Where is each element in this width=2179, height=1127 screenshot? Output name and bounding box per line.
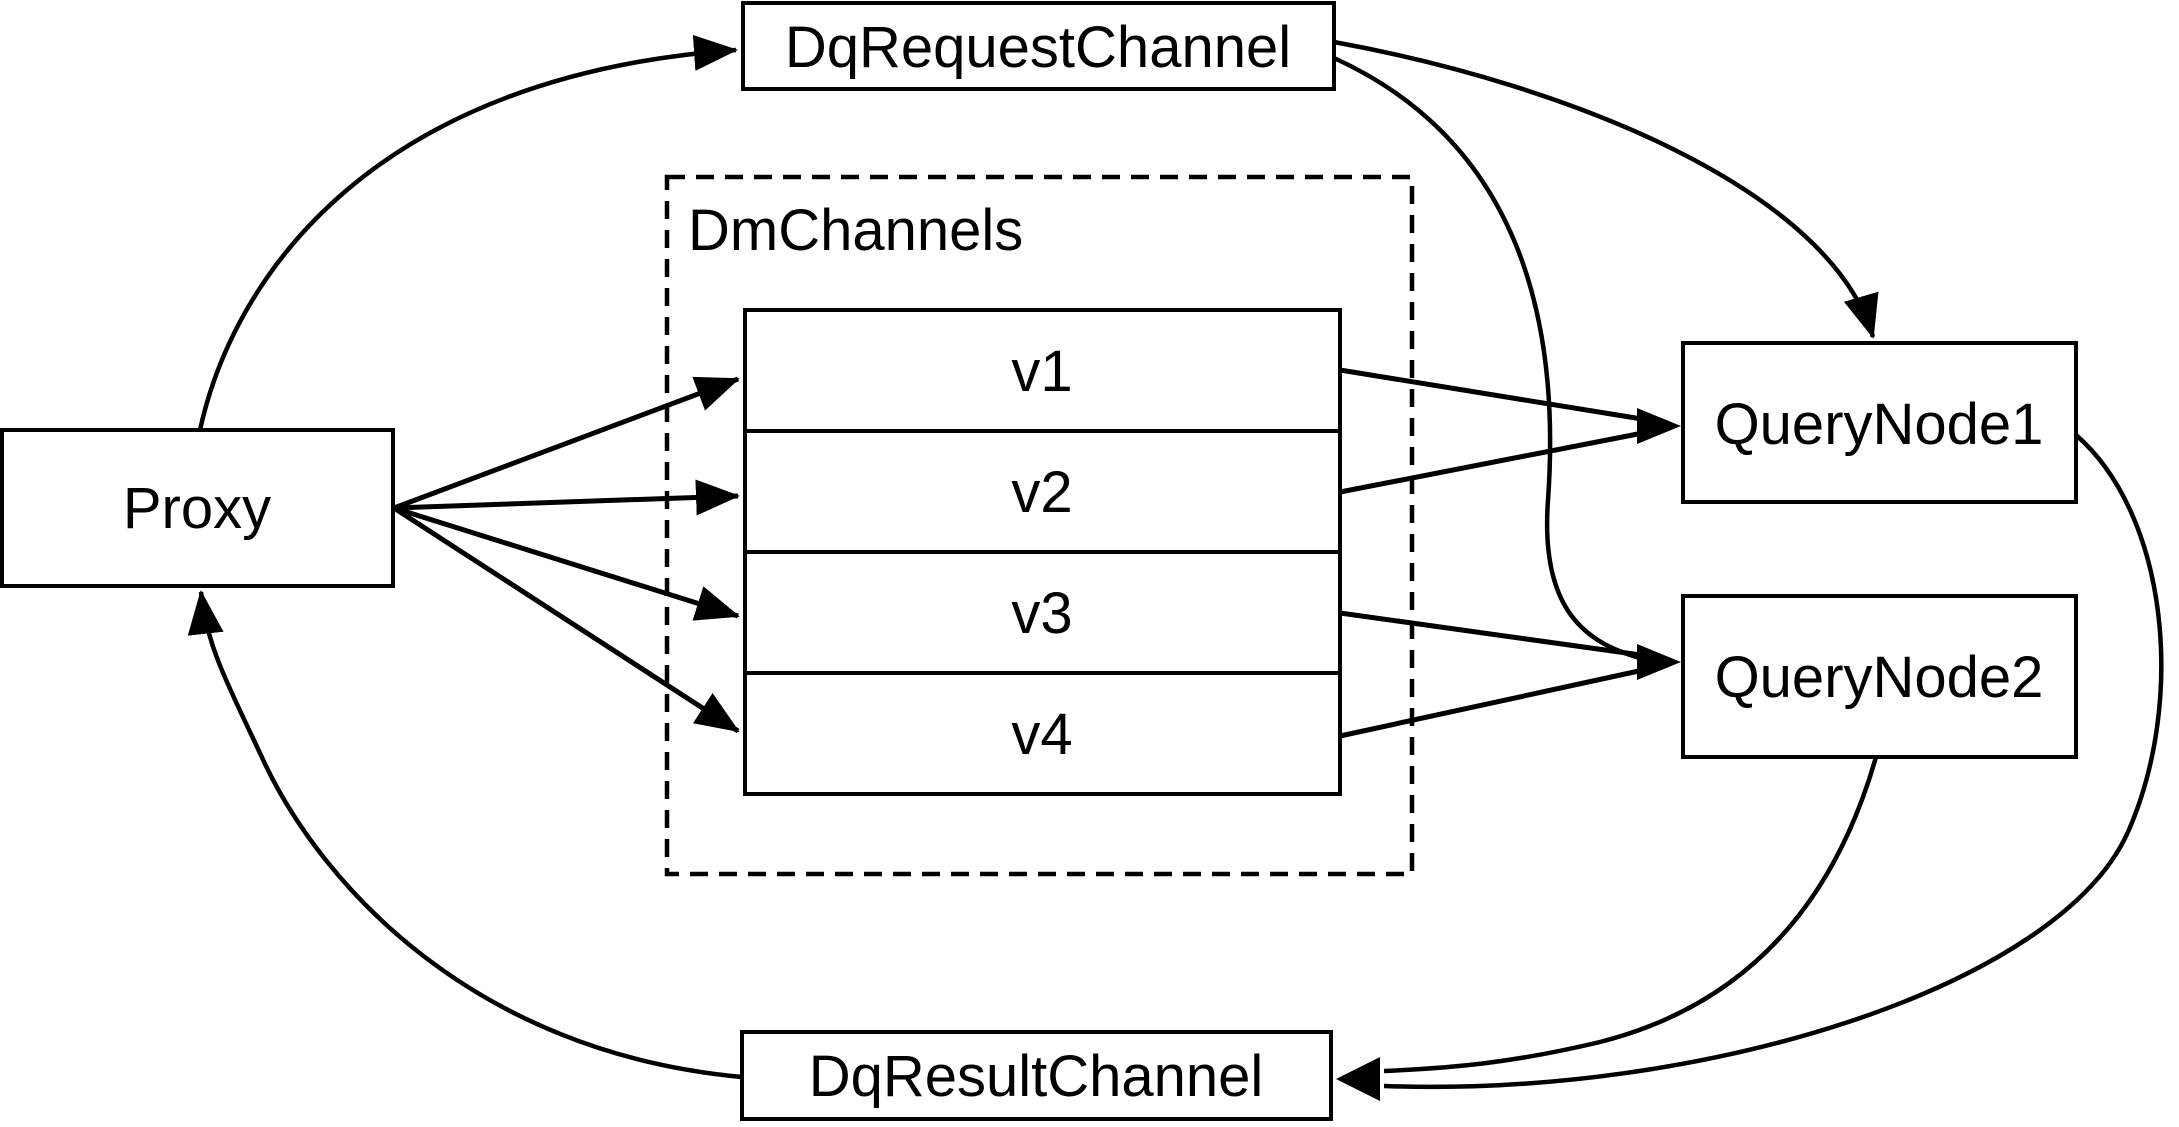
channel-row-v2: v2 <box>1011 460 1072 525</box>
querynode2-box <box>1681 594 2078 759</box>
dqresultchannel-label: DqResultChannel <box>809 1044 1264 1109</box>
edge-dqrequestchannel-to-querynode1 <box>1333 39 1879 339</box>
arrowhead-into-dqresultchannel <box>1336 1057 1380 1101</box>
proxy-box <box>0 428 395 588</box>
edge-dqresultchannel-to-proxy <box>187 590 743 1080</box>
arrowhead-into-querynode2 <box>1637 644 1681 680</box>
edge-proxy-to-v3 <box>393 505 740 621</box>
edge-v2-to-querynode1 <box>1339 429 1649 495</box>
dmchannels-label: DmChannels <box>688 198 1023 263</box>
edge-v3-to-querynode2 <box>1339 610 1649 659</box>
arrowhead-into-querynode1 <box>1637 408 1681 444</box>
edge-proxy-to-v2 <box>393 479 740 516</box>
edge-proxy-to-v1 <box>393 376 740 511</box>
edge-proxy-to-v4 <box>392 505 740 734</box>
dqrequestchannel-label: DqRequestChannel <box>785 15 1291 80</box>
edge-querynode2-to-dqresultchannel <box>1383 756 1879 1074</box>
proxy-label: Proxy <box>123 476 271 541</box>
querynode1-label: QueryNode1 <box>1715 392 2044 457</box>
dqrequestchannel-box <box>741 1 1336 91</box>
edge-v4-to-querynode2 <box>1339 666 1649 739</box>
querynode1-box <box>1681 341 2078 504</box>
edge-querynode1-to-dqresultchannel <box>1383 433 2164 1090</box>
dqresultchannel-box <box>740 1030 1333 1121</box>
edge-dqrequestchannel-to-querynode2 <box>1333 55 1649 663</box>
edge-v1-to-querynode1 <box>1339 367 1649 423</box>
channel-row-v1: v1 <box>1011 339 1072 404</box>
querynode2-label: QueryNode2 <box>1715 645 2044 710</box>
channel-row-v3: v3 <box>1011 581 1072 646</box>
edge-proxy-to-dqrequestchannel <box>197 35 738 431</box>
dmchannels-group-box <box>664 174 1415 877</box>
channel-row-v4: v4 <box>1011 702 1072 767</box>
